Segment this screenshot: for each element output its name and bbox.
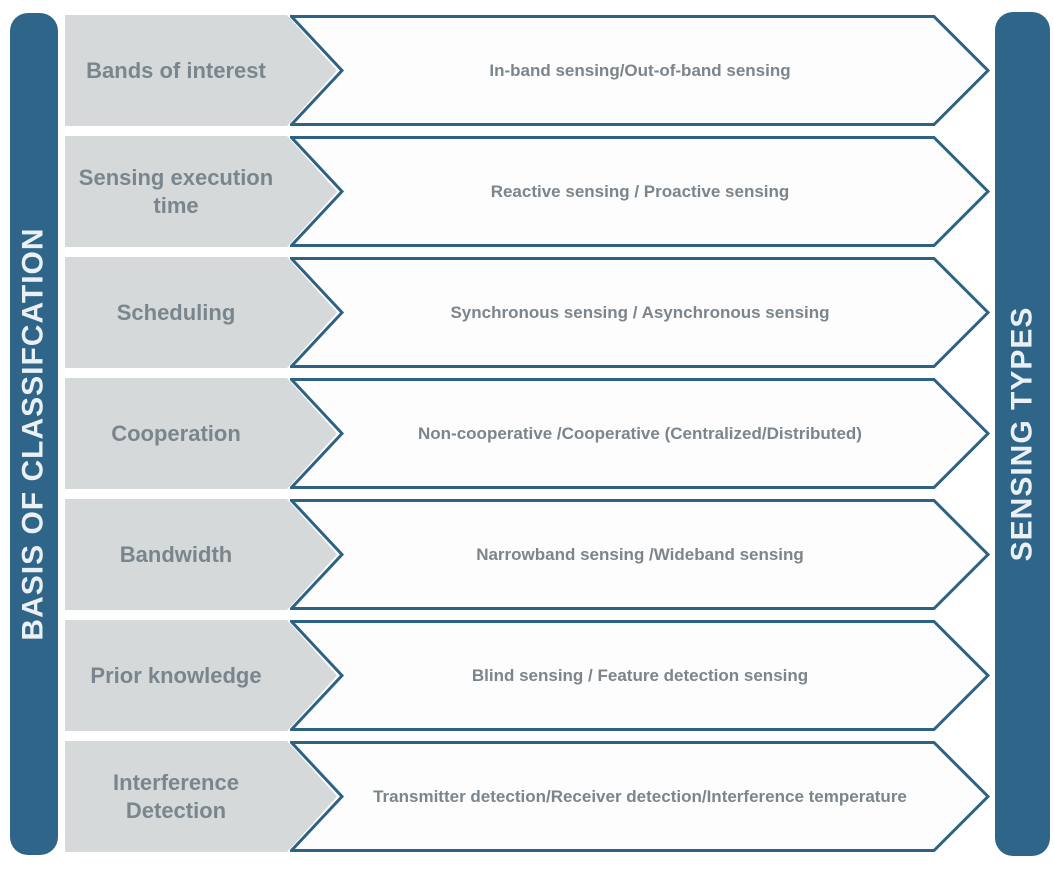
arrow-outline-shape	[290, 136, 990, 247]
category-label: Bandwidth	[119, 541, 233, 567]
category-box: Bandwidth	[65, 499, 337, 610]
sensing-types-label: Reactive sensing / Proactive sensing	[490, 181, 790, 201]
sensing-arrow: Blind sensing / Feature detection sensin…	[290, 620, 990, 731]
row-cooperation: Cooperation Non-cooperative /Cooperative…	[0, 378, 990, 489]
category-box: Cooperation	[65, 378, 337, 489]
row-bandwidth: Bandwidth Narrowband sensing /Wideband s…	[0, 499, 990, 610]
row-bands-of-interest: Bands of interest In-band sensing/Out-of…	[0, 15, 990, 126]
category-box: Interference Detection	[65, 741, 337, 852]
category-label: Sensing execution time	[78, 165, 274, 218]
category-box: Scheduling	[65, 257, 337, 368]
arrow-outline-shape	[290, 257, 990, 368]
category-box: Sensing execution time	[65, 136, 337, 247]
category-label: Scheduling	[116, 299, 236, 325]
sensing-types-wrap: In-band sensing/Out-of-band sensing	[290, 15, 990, 126]
row-scheduling: Scheduling Synchronous sensing / Asynchr…	[0, 257, 990, 368]
row-interference-detection: Interference Detection Transmitter detec…	[0, 741, 990, 852]
category-label: Interference Detection	[113, 770, 239, 823]
sensing-arrow: Synchronous sensing / Asynchronous sensi…	[290, 257, 990, 368]
category-box: Prior knowledge	[65, 620, 337, 731]
sensing-types-wrap: Non-cooperative /Cooperative (Centralize…	[290, 378, 990, 489]
sensing-types-wrap: Narrowband sensing /Wideband sensing	[290, 499, 990, 610]
sensing-types-label: Non-cooperative /Cooperative (Centralize…	[418, 423, 862, 443]
sensing-arrow: Reactive sensing / Proactive sensing	[290, 136, 990, 247]
sensing-arrow: In-band sensing/Out-of-band sensing	[290, 15, 990, 126]
arrow-outline-shape	[290, 15, 990, 126]
sensing-arrow: Non-cooperative /Cooperative (Centralize…	[290, 378, 990, 489]
row-sensing-execution-time: Sensing execution time Reactive sensing …	[0, 136, 990, 247]
category-box: Bands of interest	[65, 15, 337, 126]
sensing-types-wrap: Blind sensing / Feature detection sensin…	[290, 620, 990, 731]
category-label: Cooperation	[111, 420, 241, 446]
arrow-outline-shape	[290, 378, 990, 489]
sensing-types-label: Blind sensing / Feature detection sensin…	[471, 665, 809, 685]
sensing-types-label: Synchronous sensing / Asynchronous sensi…	[450, 302, 830, 322]
sensing-types-label: In-band sensing/Out-of-band sensing	[489, 60, 791, 80]
sensing-arrow: Narrowband sensing /Wideband sensing	[290, 499, 990, 610]
basis-of-classification-bar: BASIS OF CLASSIFCATION	[10, 13, 58, 855]
sensing-types-wrap: Transmitter detection/Receiver detection…	[290, 741, 990, 852]
sensing-types-wrap: Reactive sensing / Proactive sensing	[290, 136, 990, 247]
sensing-types-label: Narrowband sensing /Wideband sensing	[476, 544, 804, 564]
arrow-outline-shape	[290, 741, 990, 852]
sensing-types-bar-label: SENSING TYPES	[1005, 306, 1039, 562]
category-label: Prior knowledge	[90, 662, 262, 688]
sensing-types-label: Transmitter detection/Receiver detection…	[373, 786, 907, 806]
category-label: Bands of interest	[86, 57, 266, 83]
row-prior-knowledge: Prior knowledge Blind sensing / Feature …	[0, 620, 990, 731]
arrow-outline-shape	[290, 620, 990, 731]
sensing-types-wrap: Synchronous sensing / Asynchronous sensi…	[290, 257, 990, 368]
sensing-types-bar: SENSING TYPES	[995, 12, 1050, 856]
sensing-arrow: Transmitter detection/Receiver detection…	[290, 741, 990, 852]
arrow-outline-shape	[290, 499, 990, 610]
